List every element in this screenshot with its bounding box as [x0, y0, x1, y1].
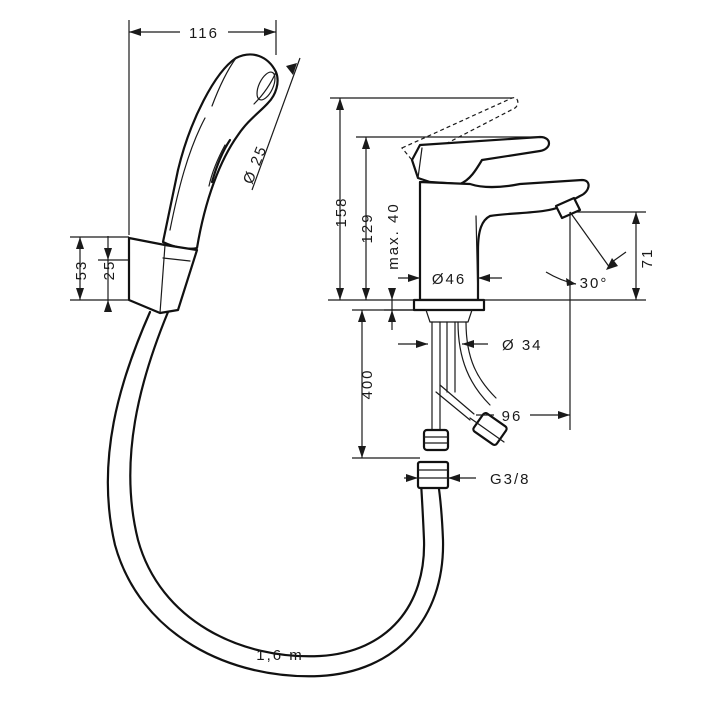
label-max-40: max. 40 — [385, 202, 402, 269]
hand-shower — [161, 53, 279, 250]
label-129: 129 — [359, 212, 376, 243]
label-96: 96 — [502, 408, 523, 425]
wall-holder — [127, 236, 199, 315]
dim-116 — [128, 20, 277, 235]
label-71: 71 — [639, 248, 656, 269]
hose — [106, 310, 445, 678]
label-dia-46: Ø46 — [432, 271, 466, 288]
mixer-tap — [401, 97, 590, 490]
dim-96 — [476, 411, 570, 419]
label-30-degree: 30° — [580, 275, 609, 292]
dim-g3-8 — [404, 474, 476, 482]
dim-30-degree — [545, 211, 627, 430]
label-hose-length: 1,6 m — [256, 647, 304, 664]
dim-129 — [356, 136, 540, 300]
label-400: 400 — [359, 368, 376, 399]
dim-71 — [576, 211, 646, 300]
label-g3-8: G3/8 — [490, 471, 531, 488]
dim-dia-25 — [251, 57, 301, 191]
dim-dia-46 — [398, 274, 502, 282]
dim-400 — [352, 309, 420, 459]
label-53: 53 — [73, 260, 90, 281]
dim-158 — [330, 97, 512, 300]
label-dia-34: Ø 34 — [502, 337, 543, 354]
label-116: 116 — [189, 25, 219, 42]
label-158: 158 — [333, 196, 350, 227]
dim-53-25 — [70, 236, 129, 312]
label-25: 25 — [101, 260, 118, 281]
label-dia-25: Ø 25 — [240, 143, 271, 187]
dim-dia-34 — [398, 340, 488, 348]
